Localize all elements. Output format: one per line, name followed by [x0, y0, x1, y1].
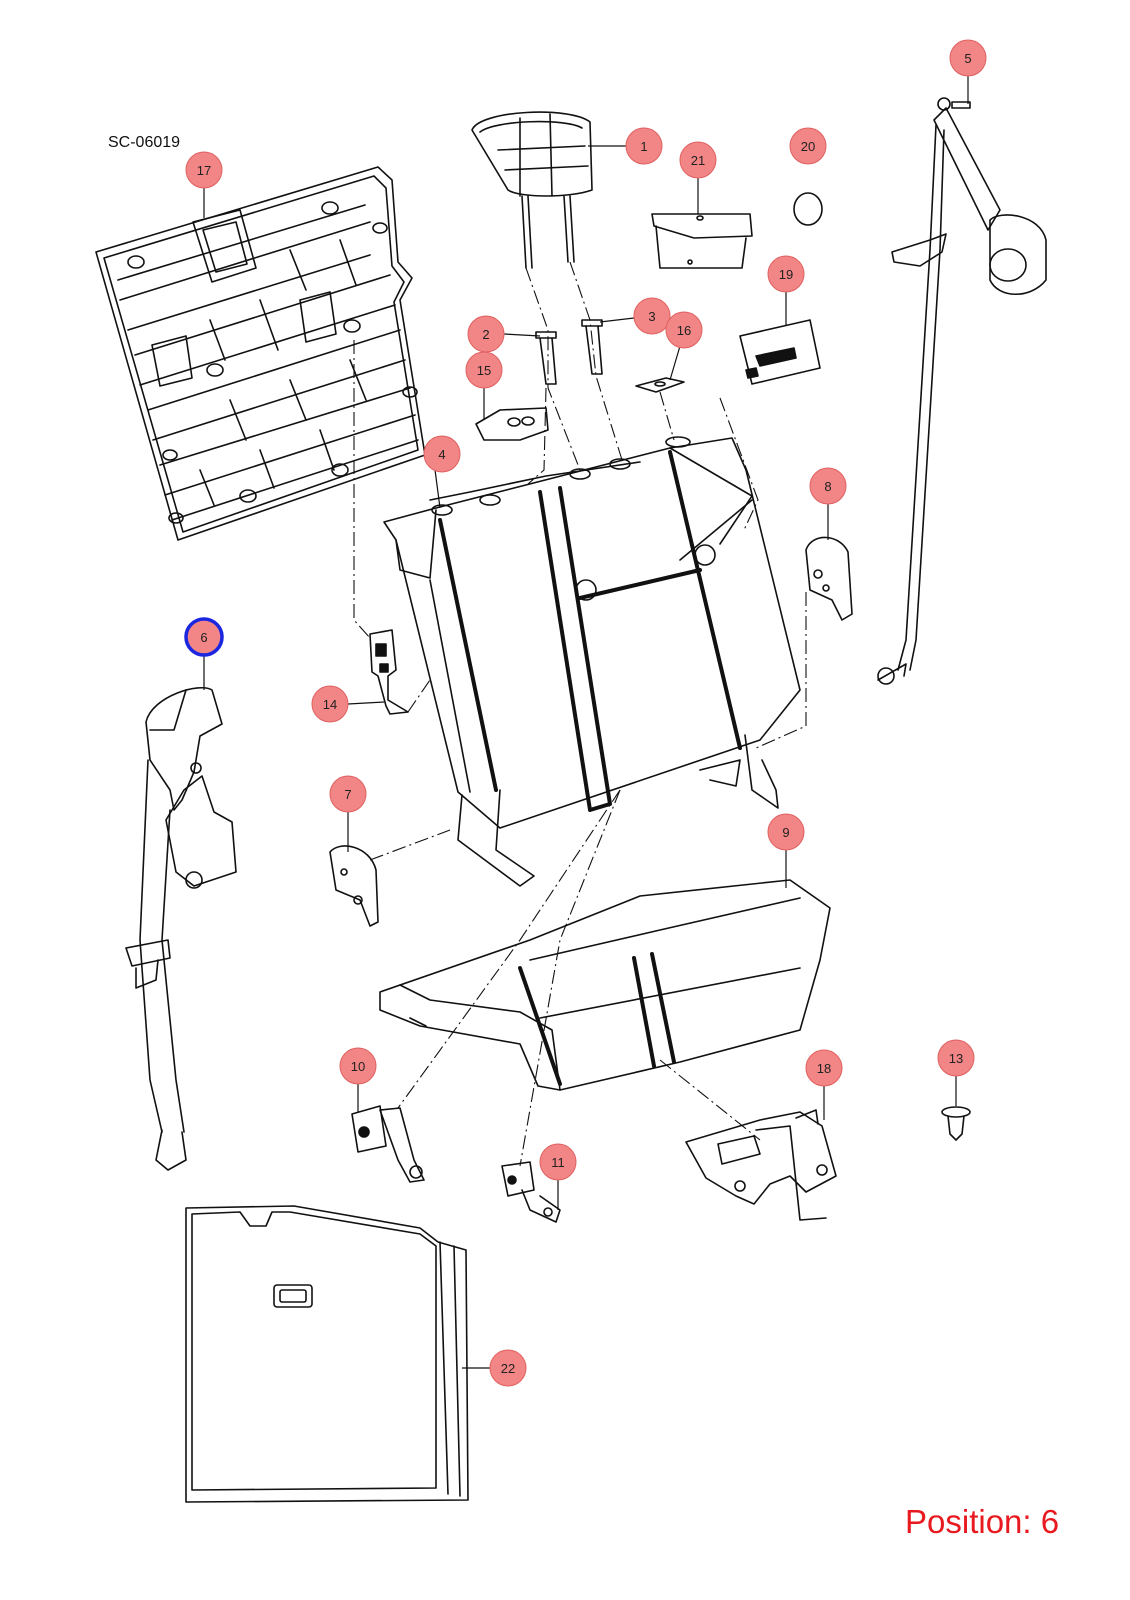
- svg-text:17: 17: [197, 163, 211, 178]
- callout-13[interactable]: 13: [937, 1039, 975, 1077]
- headrest-part-1[interactable]: [471, 111, 593, 269]
- load-floor-panel-part-22[interactable]: [185, 1205, 469, 1503]
- svg-text:18: 18: [817, 1061, 831, 1076]
- bracket-part-21[interactable]: [651, 213, 753, 269]
- svg-text:14: 14: [323, 697, 337, 712]
- callout-10[interactable]: 10: [339, 1047, 377, 1085]
- callout-18[interactable]: 18: [805, 1049, 843, 1087]
- svg-text:16: 16: [677, 323, 691, 338]
- callout-5[interactable]: 5: [949, 39, 987, 77]
- hinge-bracket-part-18[interactable]: [685, 1109, 837, 1221]
- svg-text:19: 19: [779, 267, 793, 282]
- callout-2[interactable]: 2: [467, 315, 505, 353]
- headrest-guide-part-3[interactable]: [581, 319, 603, 375]
- svg-text:9: 9: [782, 825, 789, 840]
- push-pin-part-13[interactable]: [941, 1106, 971, 1141]
- callout-16[interactable]: 16: [665, 311, 703, 349]
- callout-15[interactable]: 15: [465, 351, 503, 389]
- svg-text:10: 10: [351, 1059, 365, 1074]
- callout-9[interactable]: 9: [767, 813, 805, 851]
- svg-text:20: 20: [801, 139, 815, 154]
- svg-text:5: 5: [964, 51, 971, 66]
- svg-text:21: 21: [691, 153, 705, 168]
- callout-17[interactable]: 17: [185, 151, 223, 189]
- buckle-part-10[interactable]: [351, 1105, 425, 1183]
- trim-cover-part-8[interactable]: [805, 536, 853, 621]
- svg-text:7: 7: [344, 787, 351, 802]
- headrest-guide-part-2[interactable]: [535, 331, 557, 385]
- escutcheon-part-16[interactable]: [635, 377, 685, 393]
- callout-21[interactable]: 21: [679, 141, 717, 179]
- svg-text:2: 2: [482, 327, 489, 342]
- svg-text:11: 11: [551, 1155, 565, 1170]
- callout-1[interactable]: 1: [625, 127, 663, 165]
- svg-text:13: 13: [949, 1051, 963, 1066]
- svg-text:3: 3: [648, 309, 655, 324]
- seat-belt-part-6[interactable]: [125, 686, 237, 1171]
- callout-7[interactable]: 7: [329, 775, 367, 813]
- svg-text:1: 1: [640, 139, 647, 154]
- assembly-centerlines: [353, 261, 807, 1167]
- cap-part-20[interactable]: [793, 192, 823, 226]
- svg-text:4: 4: [438, 447, 445, 462]
- callout-14[interactable]: 14: [311, 685, 349, 723]
- callout-20[interactable]: 20: [789, 127, 827, 165]
- callout-4[interactable]: 4: [423, 435, 461, 473]
- callout-19[interactable]: 19: [767, 255, 805, 293]
- seat-back-part-4[interactable]: [383, 436, 801, 887]
- svg-text:8: 8: [824, 479, 831, 494]
- callout-3[interactable]: 3: [633, 297, 671, 335]
- callout-leaders: [203, 74, 969, 1369]
- callout-8[interactable]: 8: [809, 467, 847, 505]
- svg-text:22: 22: [501, 1361, 515, 1376]
- trim-cover-part-7[interactable]: [329, 845, 379, 927]
- seatback-panel-part-17[interactable]: [95, 166, 426, 541]
- diagram-reference-code: SC-06019: [108, 134, 181, 151]
- seat-cushion-part-9[interactable]: [379, 879, 831, 1091]
- callout-11[interactable]: 11: [539, 1143, 577, 1181]
- svg-text:6: 6: [200, 630, 207, 645]
- svg-text:15: 15: [477, 363, 491, 378]
- shoulder-belt-part-5[interactable]: [877, 97, 1047, 685]
- position-indicator: Position: 6: [905, 1503, 1060, 1540]
- callout-6-selected[interactable]: 6: [184, 617, 224, 657]
- callout-22[interactable]: 22: [489, 1349, 527, 1387]
- latch-release-part-19[interactable]: [739, 319, 821, 385]
- striker-part-14[interactable]: [369, 629, 409, 715]
- bezel-part-15[interactable]: [475, 407, 549, 441]
